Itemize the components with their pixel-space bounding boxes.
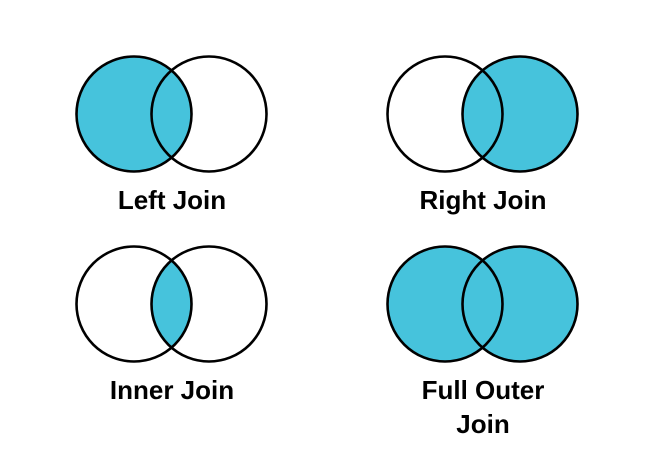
right-circle-outline bbox=[150, 55, 268, 173]
left-circle-outline bbox=[75, 55, 193, 173]
venn-svg bbox=[75, 245, 268, 363]
venn-right-join bbox=[383, 52, 583, 176]
left-circle-fill bbox=[76, 56, 192, 172]
venn-full-outer-join bbox=[383, 242, 583, 366]
intersection-fill bbox=[151, 246, 192, 362]
left-circle-outline bbox=[386, 55, 504, 173]
right-circle-outline bbox=[461, 245, 579, 363]
right-circle-outline bbox=[150, 245, 268, 363]
left-circle-outline bbox=[386, 245, 504, 363]
diagram-cell-full-outer-join: Full Outer Join bbox=[327, 237, 654, 474]
diagram-label-left-join: Left Join bbox=[117, 185, 227, 215]
right-circle-fill bbox=[462, 246, 578, 362]
diagram-cell-inner-join: Inner Join bbox=[0, 237, 327, 474]
venn-svg bbox=[75, 55, 268, 173]
venn-inner-join bbox=[72, 242, 272, 366]
diagram-cell-right-join: Right Join bbox=[327, 0, 654, 237]
diagram-cell-left-join: Left Join bbox=[0, 0, 327, 237]
right-circle-fill bbox=[462, 56, 578, 172]
diagram-label-full-outer-join: Full Outer Join bbox=[421, 375, 545, 439]
venn-svg bbox=[386, 55, 579, 173]
left-circle-outline bbox=[75, 245, 193, 363]
right-circle-outline bbox=[461, 55, 579, 173]
diagram-label-inner-join: Inner Join bbox=[109, 375, 235, 405]
venn-left-join bbox=[72, 52, 272, 176]
diagram-label-right-join: Right Join bbox=[419, 185, 547, 215]
venn-svg bbox=[386, 245, 579, 363]
